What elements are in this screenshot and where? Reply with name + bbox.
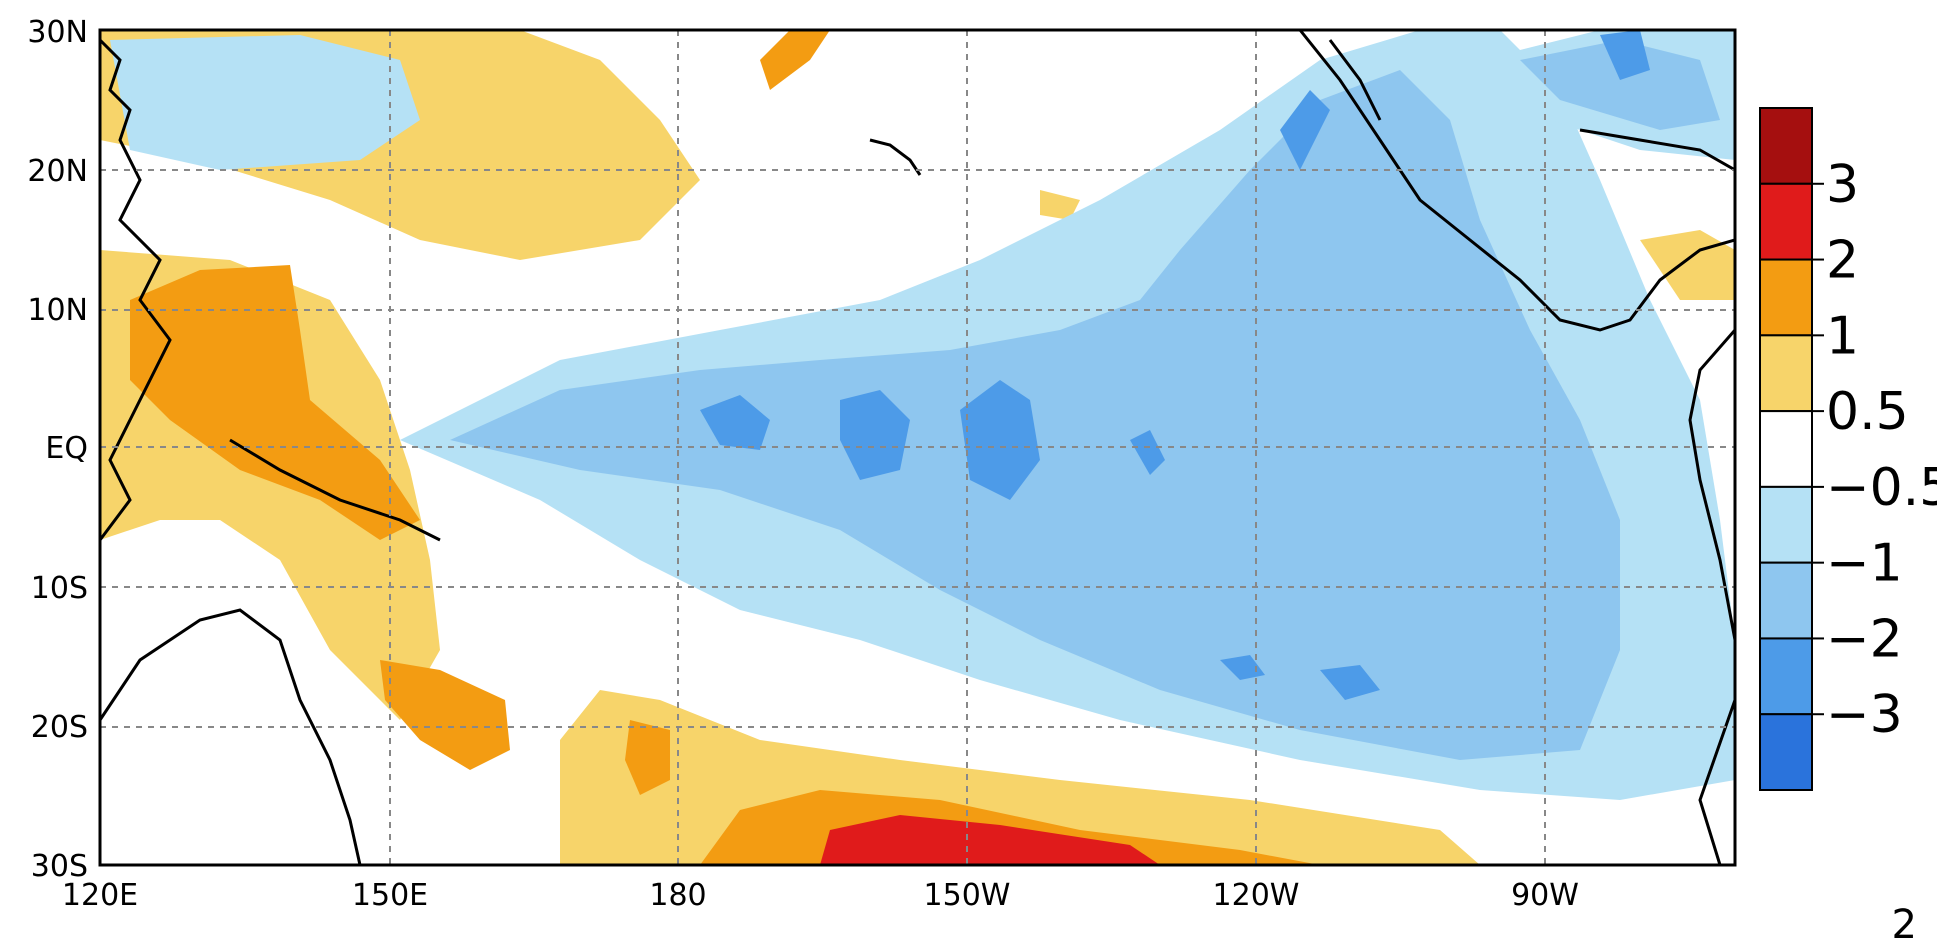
anomaly-region [625,720,670,795]
colorbar-swatch [1759,107,1813,185]
anomaly-region [1600,30,1650,80]
anomaly-region [1220,655,1265,680]
warm-anomaly-regions [100,30,1735,865]
longitude-axis: 120E 150E 180 150W 120W 90W [62,878,1579,913]
coastline-north-america [1298,30,1735,332]
coastlines [100,30,1735,865]
coastline-south-america [1688,329,1735,865]
anomaly-region [760,30,830,90]
page-mark: 2 [1891,902,1917,948]
colorbar-label: −2 [1826,609,1903,669]
anomaly-region [110,35,420,170]
lat-tick: 10S [31,571,88,606]
colorbar-swatch [1759,258,1813,337]
colorbar [1759,107,1813,792]
colorbar-swatch [1759,334,1813,413]
anomaly-region [130,265,420,540]
colorbar-swatch [1759,713,1813,792]
lon-tick: 120W [1213,878,1300,913]
colorbar-swatch [1759,485,1813,564]
lat-tick: 10N [27,293,88,328]
anomaly-region [960,380,1040,500]
map-plot-area [100,30,1735,865]
anomaly-region [820,815,1160,865]
colorbar-labels: 3 2 1 0.5 −0.5 −1 −2 −3 [1812,155,1937,745]
sst-anomaly-map: 30N 20N 10N EQ 10S 20S 30S 120E 150E 180… [27,15,1937,913]
lat-tick: EQ [45,431,88,466]
colorbar-swatch [1759,637,1813,716]
coastline-hawaii [869,138,922,176]
anomaly-region [1130,430,1165,475]
coastline-new-guinea [229,438,441,542]
colorbar-label: 2 [1826,231,1859,291]
colorbar-label: 0.5 [1826,382,1909,442]
colorbar-label: −0.5 [1826,458,1937,518]
anomaly-region [700,395,770,450]
colorbar-swatch [1759,410,1813,488]
lon-tick: 120E [62,878,138,913]
anomaly-region [840,390,910,480]
lat-tick: 30S [31,849,88,884]
colorbar-swatch [1759,182,1813,261]
colorbar-swatch [1759,561,1813,640]
colorbar-label: −3 [1826,685,1903,745]
lon-tick: 180 [649,878,706,913]
colorbar-label: −1 [1826,534,1903,594]
anomaly-region [380,660,510,770]
coastline-caribbean [1579,128,1735,172]
colorbar-label: 1 [1826,306,1859,366]
map-gridlines [100,30,1735,865]
coastline-australia [100,608,362,865]
lon-tick: 150E [352,878,428,913]
anomaly-region [1280,90,1330,170]
latitude-axis: 30N 20N 10N EQ 10S 20S 30S [27,15,88,884]
map-frame [98,28,1737,867]
lat-tick: 20N [27,154,88,189]
colorbar-label: 3 [1826,155,1859,215]
lon-tick: 150W [924,878,1011,913]
anomaly-region [1520,40,1720,130]
lon-tick: 90W [1511,878,1579,913]
anomaly-region [1320,665,1380,700]
lat-tick: 30N [27,15,88,50]
anomaly-region [1040,190,1080,220]
coastline-baja [1328,39,1382,121]
lat-tick: 20S [31,710,88,745]
